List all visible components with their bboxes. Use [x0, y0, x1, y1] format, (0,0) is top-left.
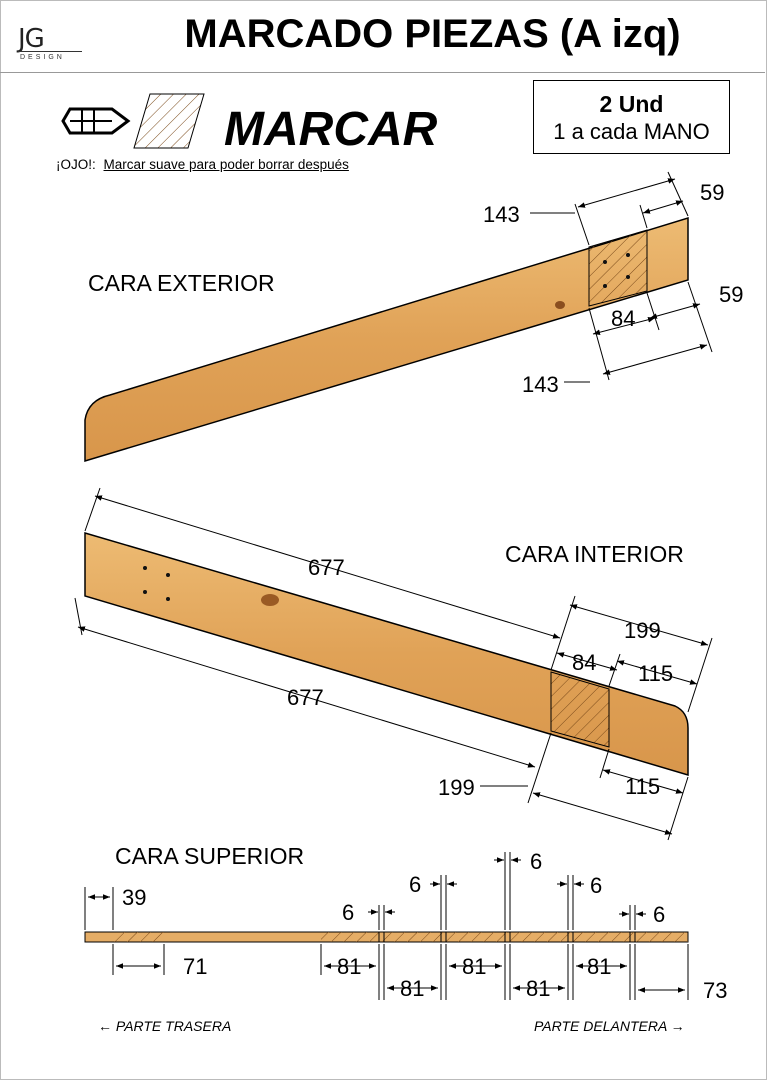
pencil-icon — [61, 107, 131, 135]
warning-label: ¡OJO!: — [56, 157, 96, 172]
logo-text: JG — [18, 24, 45, 54]
warning-note: ¡OJO!: Marcar suave para poder borrar de… — [56, 157, 349, 172]
logo: JG DESIGN — [18, 24, 82, 64]
warning-text: Marcar suave para poder borrar después — [103, 157, 349, 172]
dim-ext-59-right: 59 — [719, 282, 743, 307]
dim-sup-6-d: 6 — [590, 873, 602, 898]
dim-ext-84: 84 — [611, 306, 635, 331]
dim-sup-6-c: 6 — [530, 849, 542, 874]
label-parte-trasera: ← PARTE TRASERA — [98, 1018, 232, 1034]
piece-cara-exterior — [84, 216, 689, 463]
label-cara-superior: CARA SUPERIOR — [115, 843, 305, 869]
dim-int-115-bottom: 115 — [625, 774, 660, 799]
dim-sup-81-a: 81 — [337, 954, 361, 979]
logo-rule — [18, 51, 82, 52]
dim-sup-6-e: 6 — [653, 902, 665, 927]
hatch-swatch-icon — [133, 93, 205, 149]
quantity-box: 2 Und 1 a cada MANO — [533, 80, 730, 154]
dim-ext-143-top: 143 — [483, 202, 520, 227]
dim-int-677-bottom: 677 — [287, 685, 324, 710]
page-title: MARCADO PIEZAS (A izq) — [184, 12, 681, 56]
dim-sup-81-b: 81 — [400, 976, 424, 1001]
dim-sup-39: 39 — [122, 885, 146, 910]
dim-int-84: 84 — [572, 650, 596, 675]
dim-sup-6-a: 6 — [342, 900, 354, 925]
quantity-count: 2 Und — [599, 91, 664, 117]
dim-int-115-top: 115 — [638, 661, 673, 686]
mark-zone-superior-rear — [113, 932, 164, 942]
header: JG DESIGN MARCADO PIEZAS (A izq) — [0, 0, 765, 73]
dim-sup-81-d: 81 — [526, 976, 550, 1001]
dims-cara-interior — [74, 487, 713, 841]
dim-sup-81-e: 81 — [587, 954, 611, 979]
dim-int-677-top: 677 — [308, 555, 345, 580]
dim-ext-143-bottom: 143 — [522, 372, 559, 397]
dim-ext-59-top: 59 — [700, 180, 724, 205]
dim-int-199-bottom: 199 — [438, 775, 475, 800]
dim-int-199-top: 199 — [624, 618, 661, 643]
dim-sup-71: 71 — [183, 954, 207, 979]
dims-cara-exterior — [530, 171, 713, 383]
dims-cara-superior — [84, 852, 689, 1000]
dim-sup-73: 73 — [703, 978, 727, 1003]
mark-zone-interior — [550, 671, 610, 748]
logo-subtext: DESIGN — [20, 54, 65, 61]
marcar-label: MARCAR — [224, 103, 438, 156]
dim-sup-6-b: 6 — [409, 872, 421, 897]
piece-cara-superior — [84, 931, 689, 943]
label-parte-delantera: PARTE DELANTERA → — [534, 1018, 685, 1034]
dim-sup-81-c: 81 — [462, 954, 486, 979]
label-cara-exterior: CARA EXTERIOR — [88, 270, 275, 296]
piece-cara-interior — [84, 531, 689, 777]
quantity-detail: 1 a cada MANO — [553, 119, 710, 144]
